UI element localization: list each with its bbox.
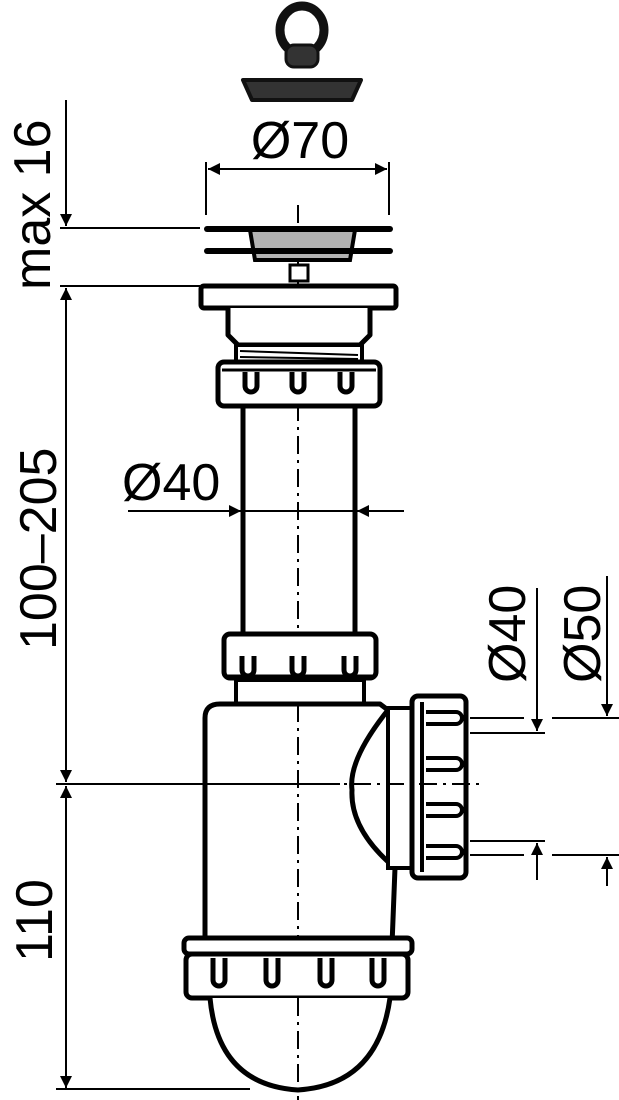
bottom-height-label: 110 (6, 879, 64, 962)
trap-body (202, 701, 398, 948)
strainer-icon (198, 226, 399, 365)
plug-icon (241, 1, 363, 102)
side-outlet (386, 693, 469, 881)
bottom-cup (207, 997, 393, 1093)
outlet-inner-diameter-label: Ø40 (479, 585, 537, 683)
outlet-diameter-dimensions: Ø40 Ø50 (470, 576, 619, 886)
bottom-nut (181, 935, 415, 1001)
strainer-diameter-label: Ø70 (251, 112, 349, 170)
adjustable-height-label: 100–205 (10, 448, 68, 650)
pipe-diameter-label: Ø40 (122, 454, 220, 512)
max-thickness-label: max 16 (4, 119, 62, 290)
middle-nut (221, 631, 379, 706)
vertical-tube (240, 406, 358, 634)
max-thickness-dimension: max 16 (4, 100, 200, 290)
pipe-diameter-dimension: Ø40 (122, 454, 404, 517)
upper-nut (215, 359, 383, 409)
bottom-height-dimension: 110 (6, 786, 250, 1090)
outlet-outer-diameter-label: Ø50 (554, 585, 612, 683)
adjustable-height-dimension: 100–205 (10, 288, 340, 785)
strainer-diameter-dimension: Ø70 (205, 112, 390, 215)
